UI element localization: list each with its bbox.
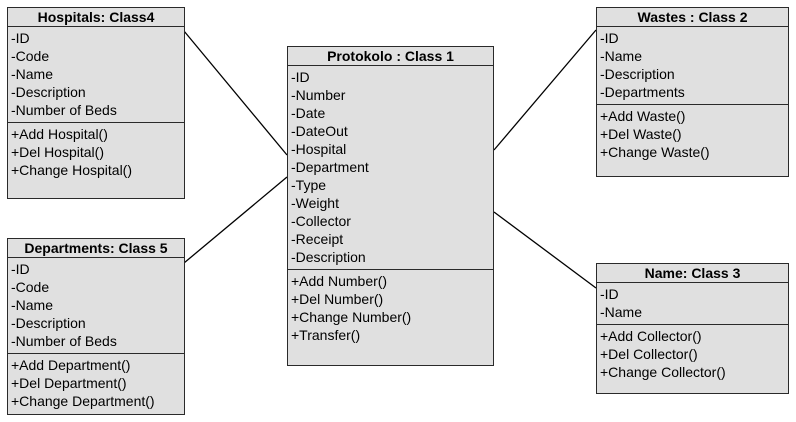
class-title: Hospitals: Class4 xyxy=(8,8,184,27)
attributes-section: -ID -Code -Name -Description -Number of … xyxy=(8,27,184,122)
operation: +Change Waste() xyxy=(600,144,710,160)
attributes-section: -ID -Number -Date -DateOut -Hospital -De… xyxy=(288,66,493,269)
attribute: -Description xyxy=(291,249,366,265)
operations-section: +Add Hospital() +Del Hospital() +Change … xyxy=(8,122,184,182)
class-hospitals[interactable]: Hospitals: Class4 -ID -Code -Name -Descr… xyxy=(7,7,185,199)
operation: +Change Number() xyxy=(291,309,412,325)
class-wastes[interactable]: Wastes : Class 2 -ID -Name -Description … xyxy=(596,7,789,177)
attribute: -Type xyxy=(291,177,327,193)
association-departments-protokolo xyxy=(183,176,288,264)
operation: +Transfer() xyxy=(291,327,361,343)
attribute: -Date xyxy=(291,105,326,121)
attribute: -ID xyxy=(600,286,619,302)
operation: +Del Hospital() xyxy=(11,144,104,160)
attribute: -Description xyxy=(600,66,675,82)
attribute: -Name xyxy=(11,297,54,313)
attribute: -Departments xyxy=(600,84,685,100)
operation: +Del Waste() xyxy=(600,126,682,142)
attribute: -ID xyxy=(11,30,30,46)
operation: +Change Department() xyxy=(11,393,155,409)
attribute: -Name xyxy=(11,66,54,82)
attribute: -Receipt xyxy=(291,231,344,247)
class-title: Wastes : Class 2 xyxy=(597,8,788,27)
class-protokolo[interactable]: Protokolo : Class 1 -ID -Number -Date -D… xyxy=(287,46,494,366)
class-name[interactable]: Name: Class 3 -ID -Name +Add Collector()… xyxy=(596,263,789,394)
attributes-section: -ID -Code -Name -Description -Number of … xyxy=(8,258,184,353)
association-name-protokolo xyxy=(493,211,597,289)
attribute: -Name xyxy=(600,304,643,320)
operation: +Add Number() xyxy=(291,273,388,289)
attribute: -Description xyxy=(11,315,86,331)
attribute: -Weight xyxy=(291,195,339,211)
class-departments[interactable]: Departments: Class 5 -ID -Code -Name -De… xyxy=(7,238,185,415)
operations-section: +Add Department() +Del Department() +Cha… xyxy=(8,353,184,413)
class-title: Name: Class 3 xyxy=(597,264,788,283)
operation: +Change Hospital() xyxy=(11,162,133,178)
class-title: Departments: Class 5 xyxy=(8,239,184,258)
attribute: -Code xyxy=(11,279,50,295)
attribute: -Department xyxy=(291,159,369,175)
attributes-section: -ID -Name xyxy=(597,283,788,324)
operations-section: +Add Waste() +Del Waste() +Change Waste(… xyxy=(597,104,788,164)
attribute: -Number xyxy=(291,87,346,103)
operation: +Add Department() xyxy=(11,357,131,373)
attribute: -DateOut xyxy=(291,123,348,139)
attribute: -ID xyxy=(600,30,619,46)
attribute: -Number of Beds xyxy=(11,333,117,349)
operation: +Add Waste() xyxy=(600,108,686,124)
attribute: -Hospital xyxy=(291,141,347,157)
attribute: -ID xyxy=(11,261,30,277)
operations-section: +Add Number() +Del Number() +Change Numb… xyxy=(288,269,493,347)
attribute: -ID xyxy=(291,69,310,85)
attribute: -Name xyxy=(600,48,643,64)
operation: +Del Department() xyxy=(11,375,127,391)
attribute: -Number of Beds xyxy=(11,102,117,118)
association-hospitals-protokolo xyxy=(183,30,288,156)
class-title: Protokolo : Class 1 xyxy=(288,47,493,66)
operation: +Del Collector() xyxy=(600,346,698,362)
operation: +Add Collector() xyxy=(600,328,702,344)
attributes-section: -ID -Name -Description -Departments xyxy=(597,27,788,104)
operation: +Add Hospital() xyxy=(11,126,108,142)
operation: +Change Collector() xyxy=(600,364,726,380)
operation: +Del Number() xyxy=(291,291,384,307)
attribute: -Code xyxy=(11,48,50,64)
operations-section: +Add Collector() +Del Collector() +Chang… xyxy=(597,324,788,384)
association-wastes-protokolo xyxy=(493,29,597,151)
attribute: -Collector xyxy=(291,213,351,229)
attribute: -Description xyxy=(11,84,86,100)
